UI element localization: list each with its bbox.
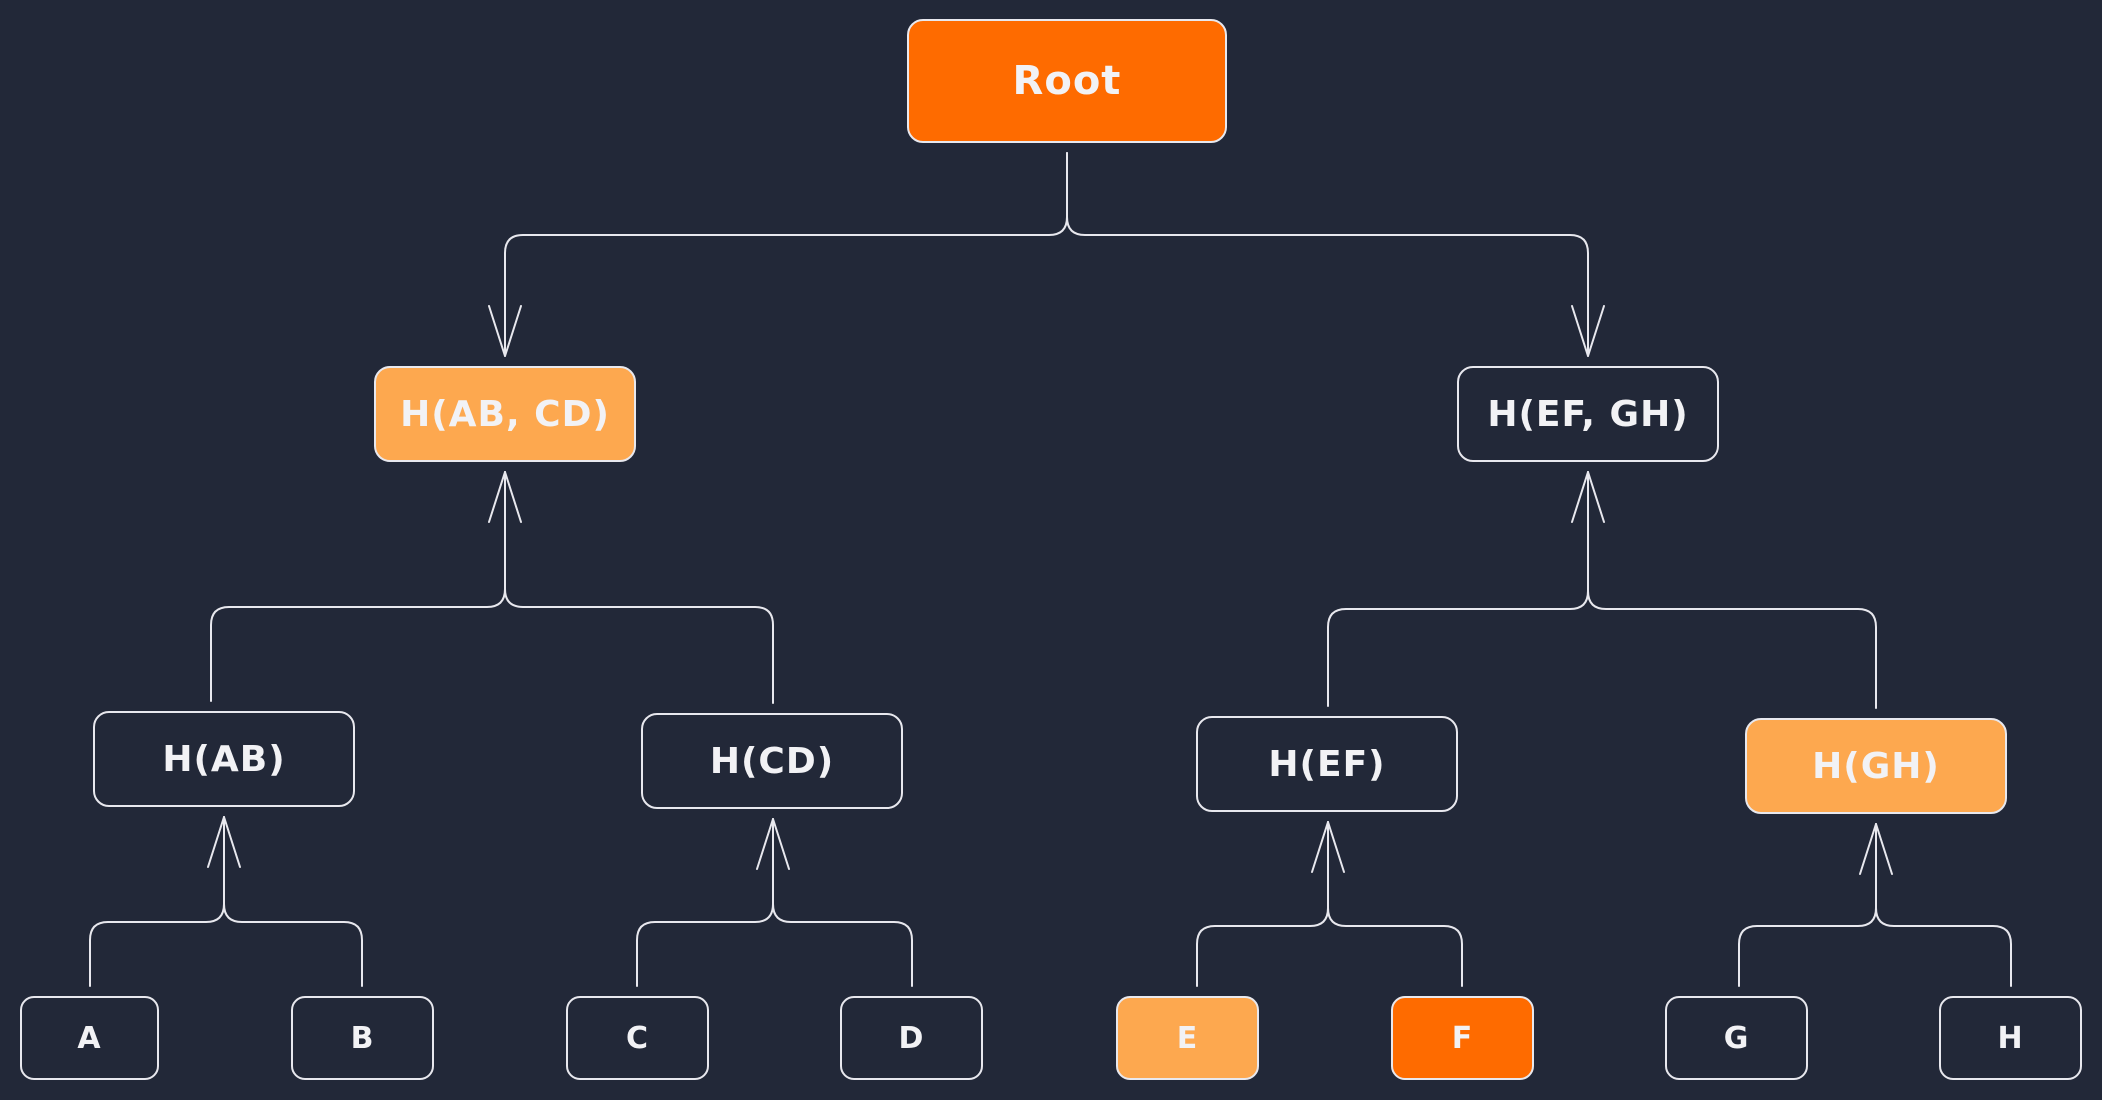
root-edges-branch-1 (1066, 152, 1589, 357)
hash-ef-node: H(EF) (1196, 716, 1458, 812)
ef-gh-edges-arrowhead (1571, 471, 1605, 523)
hash-gh-node: H(GH) (1745, 718, 2007, 814)
ab-cd-edges-branch-1 (504, 471, 774, 704)
hash-ef-gh-node: H(EF, GH) (1457, 366, 1719, 462)
hash-cd-node: H(CD) (641, 713, 903, 809)
leaf-a-node: A (20, 996, 159, 1080)
cd-edges-arrowhead (756, 818, 790, 870)
ab-cd-edges-arrowhead (488, 471, 522, 523)
ef-gh-edges-branch-0 (1327, 471, 1589, 707)
gh-edges-branch-1 (1875, 823, 2012, 987)
ab-edges-branch-1 (223, 816, 363, 987)
root-edges-branch-0 (504, 152, 1068, 357)
leaf-e-node: E (1116, 996, 1259, 1080)
gh-edges-arrowhead (1859, 823, 1893, 875)
leaf-d-node: D (840, 996, 983, 1080)
root-node: Root (907, 19, 1227, 143)
leaf-g-node: G (1665, 996, 1808, 1080)
cd-edges-branch-0 (636, 818, 774, 987)
hash-ab-node: H(AB) (93, 711, 355, 807)
ef-edges-branch-0 (1196, 821, 1329, 987)
leaf-c-node: C (566, 996, 709, 1080)
root-edges-arrowhead-1 (1571, 305, 1605, 357)
leaf-h-node: H (1939, 996, 2082, 1080)
leaf-b-node: B (291, 996, 434, 1080)
gh-edges-branch-0 (1738, 823, 1877, 987)
ef-edges-arrowhead (1311, 821, 1345, 873)
ef-edges-branch-1 (1327, 821, 1463, 987)
ab-edges-branch-0 (89, 816, 225, 987)
ef-gh-edges-branch-1 (1587, 471, 1877, 709)
ab-cd-edges-branch-0 (210, 471, 506, 702)
cd-edges-branch-1 (772, 818, 913, 987)
hash-ab-cd-node: H(AB, CD) (374, 366, 636, 462)
root-edges-arrowhead-0 (488, 305, 522, 357)
ab-edges-arrowhead (207, 816, 241, 868)
leaf-f-node: F (1391, 996, 1534, 1080)
